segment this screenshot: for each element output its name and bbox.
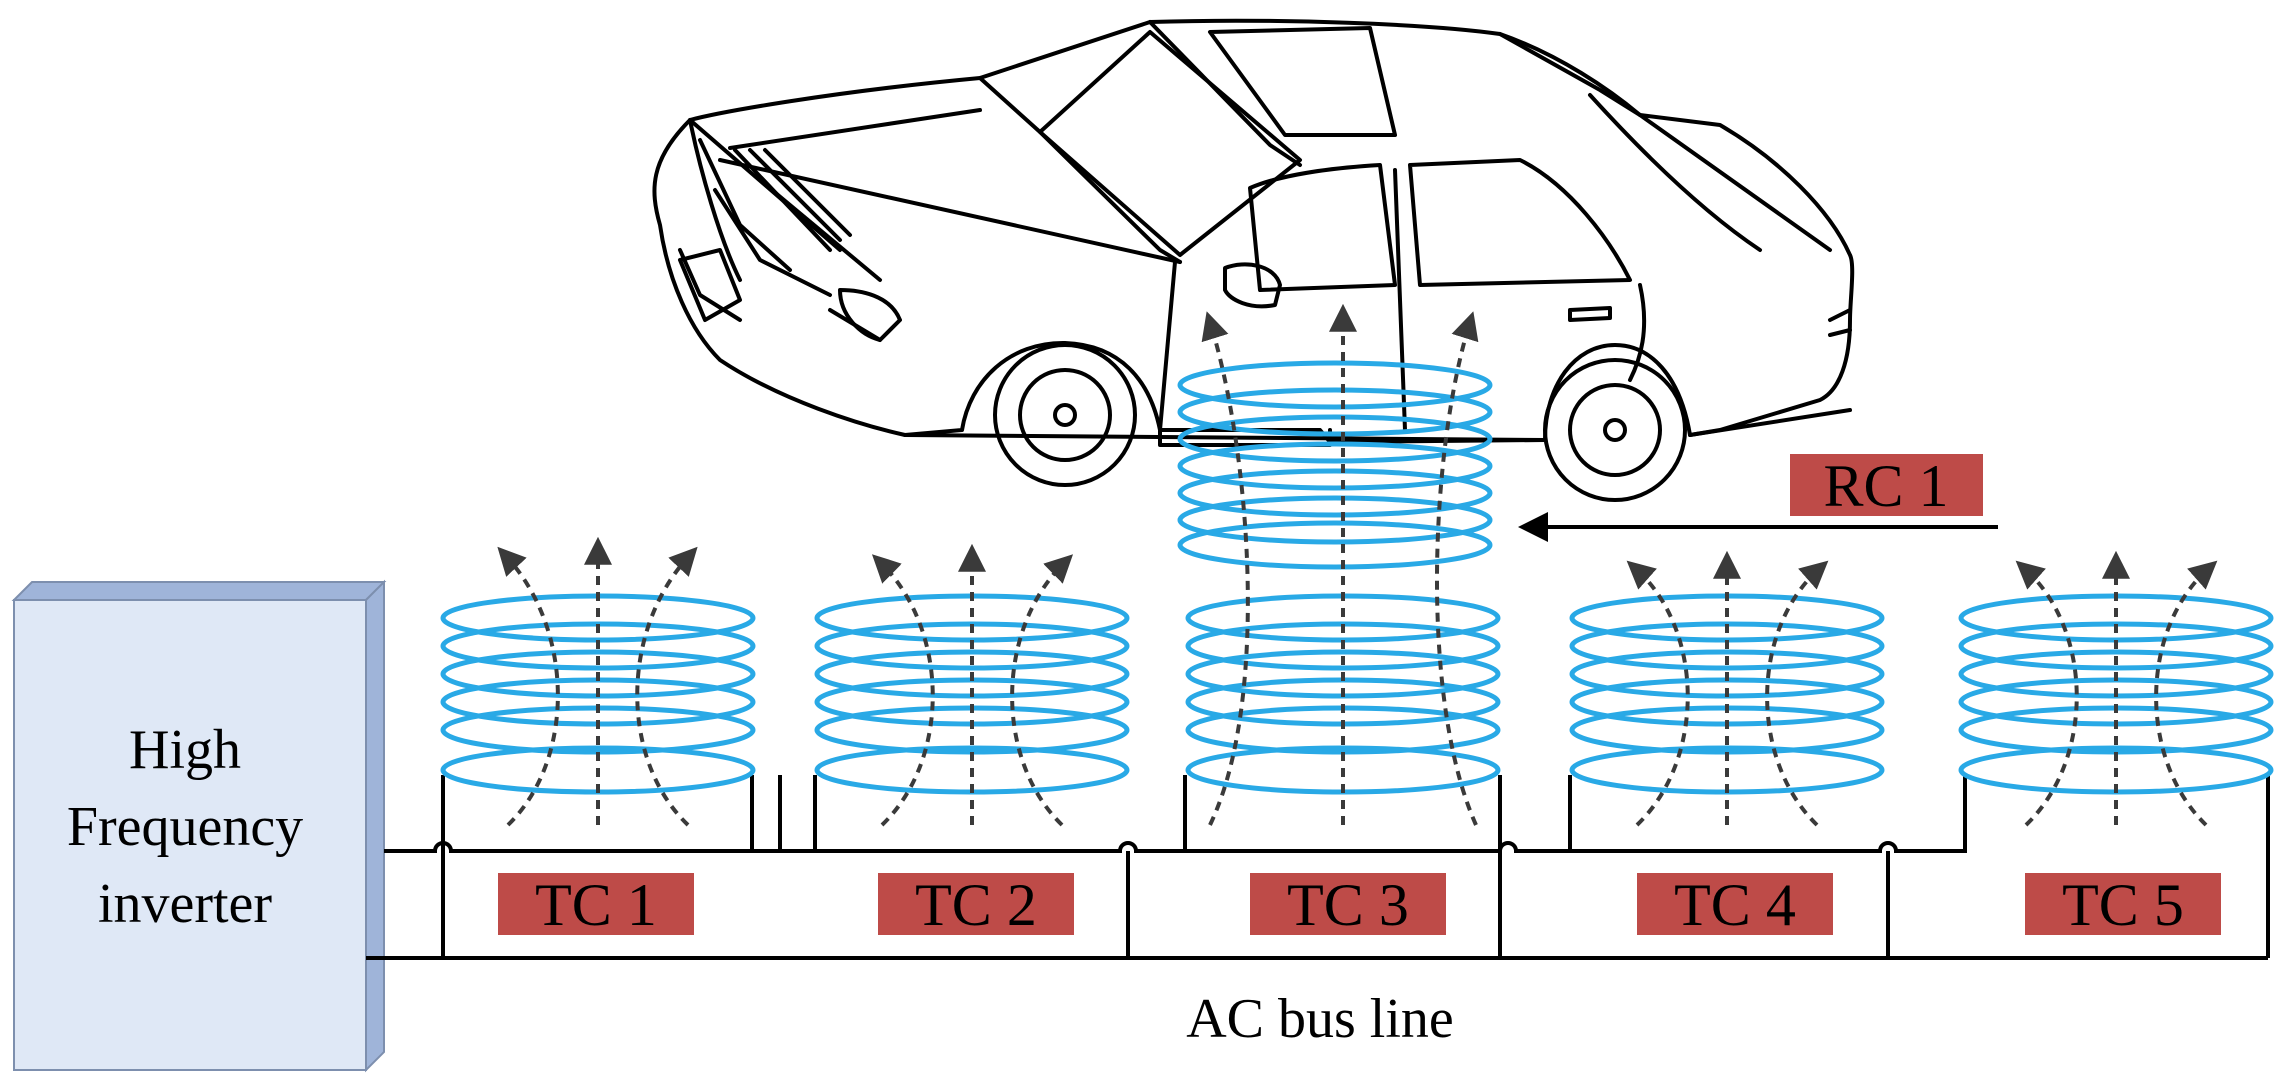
tc3-label: TC 3	[1287, 872, 1409, 938]
inverter-label-line2: Frequency	[67, 796, 303, 858]
tc5-label: TC 5	[2062, 872, 2184, 938]
tc1-tag	[498, 873, 694, 935]
transmitter-tags: TC 1 TC 2 TC 3 TC 4 TC 5	[498, 872, 2221, 938]
tc2-tag	[878, 873, 1074, 935]
inverter-label-line3: inverter	[98, 873, 272, 935]
magnetic-field-lines	[497, 303, 2218, 827]
inverter-label-line1: High	[129, 719, 241, 781]
rc1-label: RC 1	[1823, 453, 1948, 519]
rc1-tag	[1790, 454, 1983, 516]
ac-bus-line-label: AC bus line	[1186, 988, 1454, 1050]
tc3-tag	[1250, 873, 1446, 935]
ac-bus-wiring	[366, 775, 2270, 960]
high-frequency-inverter: High Frequency inverter	[11, 579, 387, 1073]
receiver-callout: RC 1	[1518, 453, 1998, 542]
rc1-coil	[1177, 360, 1493, 570]
car-illustration	[652, 18, 1855, 502]
tc2-label: TC 2	[915, 872, 1037, 938]
transmitter-coils	[440, 360, 2274, 795]
tc4-tag	[1637, 873, 1833, 935]
tc4-label: TC 4	[1674, 872, 1796, 938]
tc5-tag	[2025, 873, 2221, 935]
tc1-label: TC 1	[535, 872, 657, 938]
